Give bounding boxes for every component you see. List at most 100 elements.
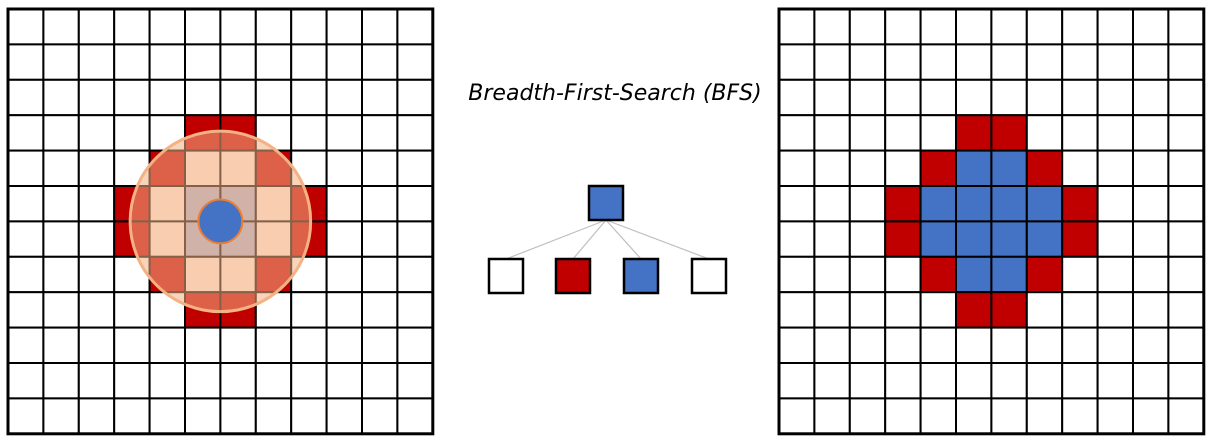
- grid-cell: [1061, 8, 1099, 46]
- grid-cell: [1061, 114, 1099, 152]
- grid-cell: [254, 43, 293, 81]
- grid-cell: [1132, 8, 1170, 46]
- source-node: [197, 198, 244, 245]
- grid-cell: [290, 114, 328, 152]
- grid-cell: [7, 43, 45, 81]
- grid-cell: [1167, 397, 1205, 435]
- grid-cell: [7, 397, 45, 435]
- grid-cell: [884, 362, 922, 400]
- grid-cell: [1025, 362, 1064, 400]
- grid-cell: [955, 326, 993, 365]
- grid-border: [777, 7, 1206, 436]
- grid-cell: [848, 185, 887, 223]
- frontier-cell: [990, 291, 1028, 329]
- grid-cell: [884, 149, 922, 188]
- grid-cell: [1132, 43, 1170, 81]
- grid-cell: [77, 326, 116, 365]
- grid-cell: [1061, 397, 1099, 435]
- grid-cell: [1167, 78, 1205, 117]
- grid-cell: [148, 43, 187, 81]
- grid-cell: [77, 114, 116, 152]
- tree-edge: [605, 219, 642, 260]
- grid-cell: [361, 114, 399, 152]
- grid-cell: [990, 326, 1028, 365]
- grid-cell: [778, 397, 816, 435]
- grid-cell: [396, 291, 434, 329]
- grid-cell: [361, 149, 399, 188]
- grid-cell: [184, 8, 222, 46]
- grid-cell: [219, 362, 257, 400]
- grid-cell: [77, 255, 116, 294]
- grid-cell: [77, 220, 116, 258]
- grid-cell: [778, 43, 816, 81]
- grid-cell: [361, 185, 399, 223]
- grid-cell: [148, 8, 187, 46]
- bfs-tree: [487, 184, 728, 295]
- grid-cell: [325, 255, 364, 294]
- grid-cell: [325, 149, 364, 188]
- grid-cell: [990, 8, 1028, 46]
- grid-cell: [396, 78, 434, 117]
- grid-cell: [361, 397, 399, 435]
- grid-cell: [254, 8, 293, 46]
- grid-cell: [919, 362, 957, 400]
- grid-cell: [1096, 78, 1134, 117]
- grid-cell: [848, 78, 887, 117]
- grid-cell: [7, 114, 45, 152]
- frontier-cell: [919, 255, 957, 294]
- frontier-cell: [955, 114, 993, 152]
- grid-cell: [325, 78, 364, 117]
- frontier-cell: [1061, 220, 1099, 258]
- grid-cell: [42, 362, 80, 400]
- grid-cell: [290, 362, 328, 400]
- grid-cell: [884, 326, 922, 365]
- grid-cell: [42, 397, 80, 435]
- grid-cell: [148, 362, 187, 400]
- grid-cell: [361, 291, 399, 329]
- grid-cell: [955, 8, 993, 46]
- grid-cell: [219, 326, 257, 365]
- grid-cell: [955, 78, 993, 117]
- grid-cell: [361, 220, 399, 258]
- grid-cell: [325, 326, 364, 365]
- grid-cell: [1061, 326, 1099, 365]
- grid-cell: [77, 291, 116, 329]
- tree-root-node: [587, 184, 625, 222]
- grid-cell: [813, 220, 851, 258]
- tree-child-node-unvisited: [487, 257, 525, 295]
- grid-cell: [113, 78, 151, 117]
- frontier-cell: [1061, 185, 1099, 223]
- grid-cell: [778, 255, 816, 294]
- frontier-cell: [1025, 149, 1064, 188]
- grid-cell: [7, 8, 45, 46]
- grid-cell: [77, 43, 116, 81]
- grid-cell: [919, 326, 957, 365]
- grid-cell: [778, 185, 816, 223]
- grid-cell: [1061, 149, 1099, 188]
- grid-cell: [848, 8, 887, 46]
- grid-cell: [778, 8, 816, 46]
- grid-cell: [990, 43, 1028, 81]
- grid-cell: [884, 255, 922, 294]
- grid-cell: [1096, 326, 1134, 365]
- grid-cell: [42, 326, 80, 365]
- grid-cell: [219, 78, 257, 117]
- grid-cell: [1167, 114, 1205, 152]
- grid-cell: [1167, 255, 1205, 294]
- grid-cell: [955, 362, 993, 400]
- grid-cell: [290, 78, 328, 117]
- grid-cell: [361, 326, 399, 365]
- grid-cell: [1025, 397, 1064, 435]
- grid-cell: [1025, 326, 1064, 365]
- grid-cell: [42, 220, 80, 258]
- grid-cell: [848, 362, 887, 400]
- grid-cell: [361, 78, 399, 117]
- grid-cell: [148, 397, 187, 435]
- visited-cell: [955, 149, 993, 188]
- grid-cell: [7, 185, 45, 223]
- grid-cell: [325, 185, 364, 223]
- grid-cell: [42, 149, 80, 188]
- grid-cell: [1167, 220, 1205, 258]
- tree-child-node-unvisited: [690, 257, 728, 295]
